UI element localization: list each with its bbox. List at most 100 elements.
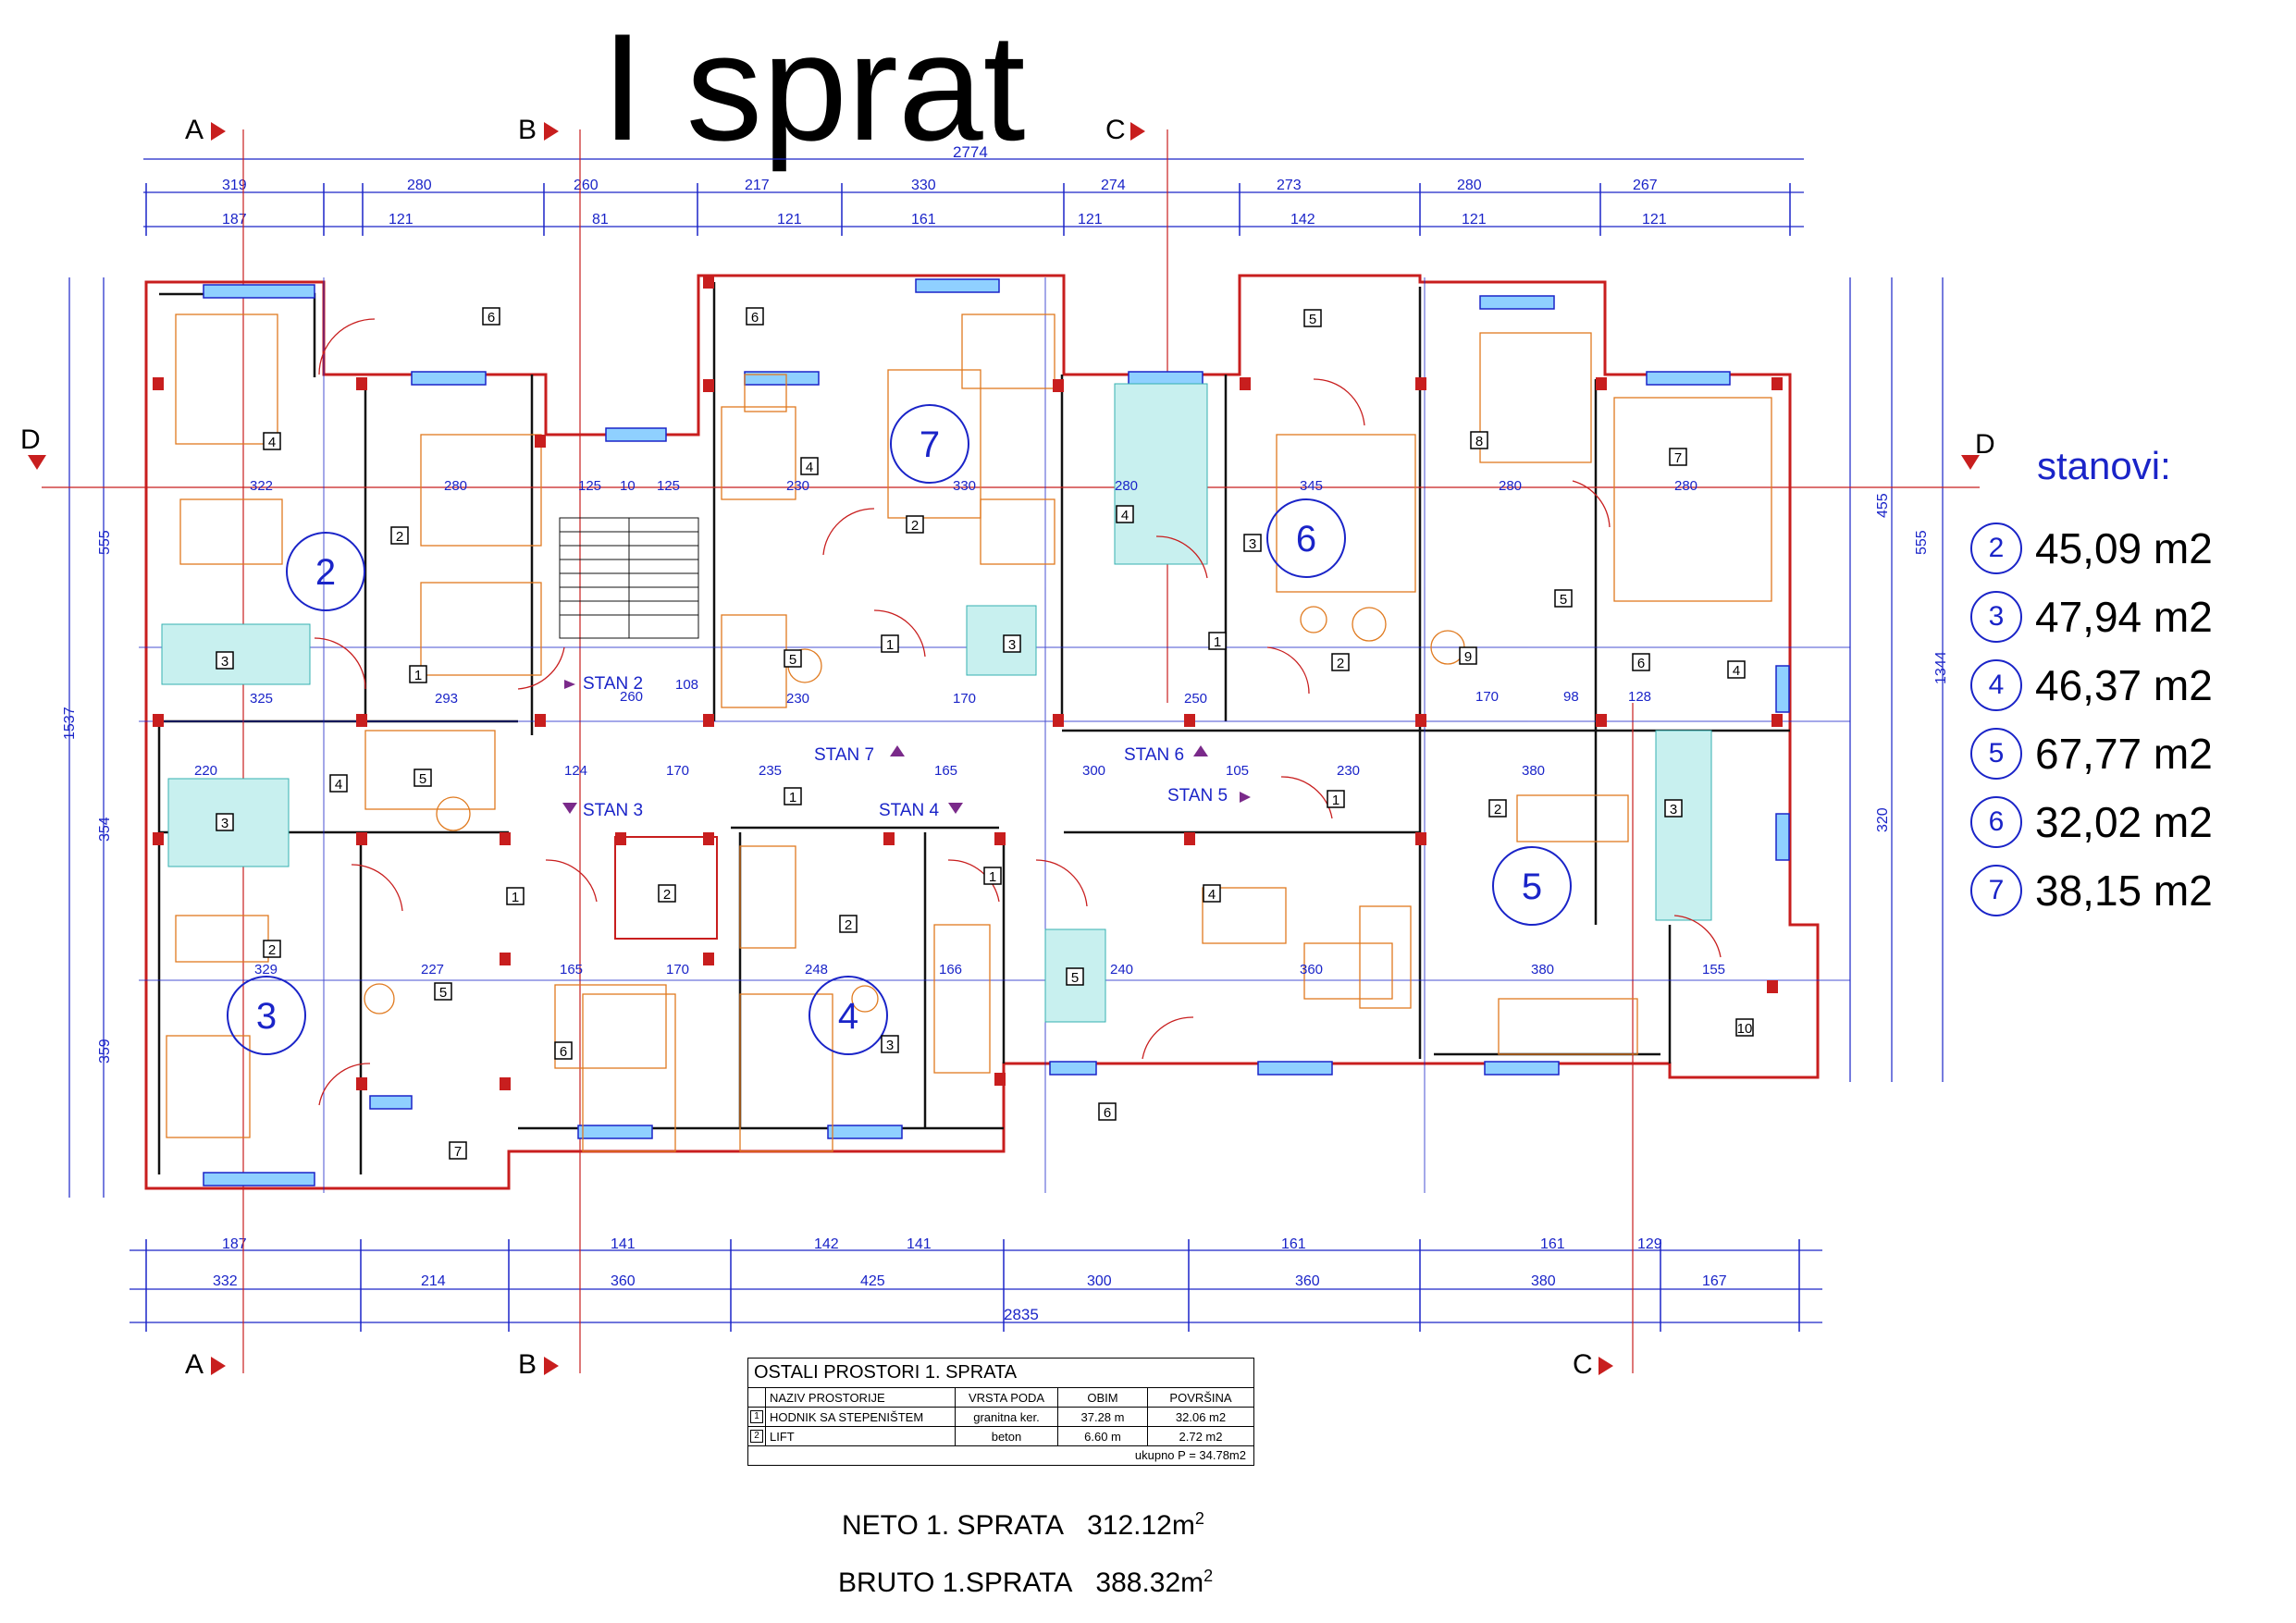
svg-text:330: 330 — [953, 478, 976, 494]
marker-c-top: C — [1105, 115, 1126, 145]
svg-text:187: 187 — [222, 1236, 247, 1252]
table-row: 2 LIFT beton 6.60 m 2.72 m2 — [748, 1427, 1253, 1446]
svg-text:2: 2 — [911, 518, 919, 534]
svg-text:105: 105 — [1226, 763, 1249, 779]
svg-text:6: 6 — [751, 310, 759, 326]
svg-text:124: 124 — [564, 763, 587, 779]
svg-text:217: 217 — [745, 178, 770, 193]
svg-text:329: 329 — [254, 962, 278, 977]
svg-text:345: 345 — [1300, 478, 1323, 494]
row-floor: beton — [956, 1427, 1058, 1445]
svg-text:1537: 1537 — [62, 707, 78, 740]
row-name: HODNIK SA STEPENIŠTEM — [766, 1408, 956, 1426]
svg-text:1: 1 — [1214, 634, 1221, 650]
room-number-boxes — [216, 307, 1754, 1160]
header-perimeter: OBIM — [1058, 1388, 1148, 1407]
svg-text:2: 2 — [396, 529, 403, 545]
svg-text:155: 155 — [1702, 962, 1725, 977]
gross-area-label: BRUTO 1.SPRATA — [838, 1568, 1073, 1598]
page-title: I sprat — [601, 2, 1026, 172]
svg-text:141: 141 — [907, 1236, 932, 1252]
legend-number: 6 — [1970, 796, 2022, 848]
svg-text:187: 187 — [222, 212, 247, 227]
net-area: NETO 1. SPRATA 312.12m2 — [842, 1509, 1204, 1542]
row-area: 32.06 m2 — [1175, 1409, 1227, 1424]
svg-text:1: 1 — [512, 890, 519, 905]
row-floor: granitna ker. — [956, 1408, 1058, 1426]
svg-text:125: 125 — [578, 478, 601, 494]
svg-text:280: 280 — [1115, 478, 1138, 494]
svg-text:380: 380 — [1531, 962, 1554, 977]
svg-text:359: 359 — [97, 1039, 113, 1064]
stan-arrows — [562, 680, 1251, 814]
svg-text:170: 170 — [1475, 689, 1499, 705]
table-header-row: NAZIV PROSTORIJE VRSTA PODA OBIM POVRŠIN… — [748, 1388, 1253, 1408]
svg-text:121: 121 — [1462, 212, 1487, 227]
row-number: 2 — [750, 1430, 763, 1443]
door-swings — [314, 318, 1722, 1106]
svg-text:260: 260 — [574, 178, 599, 193]
svg-text:227: 227 — [421, 962, 444, 977]
svg-text:5: 5 — [419, 771, 426, 787]
legend-number: 5 — [1970, 728, 2022, 780]
svg-text:332: 332 — [213, 1273, 238, 1289]
elevator — [614, 836, 718, 940]
svg-text:141: 141 — [611, 1236, 636, 1252]
svg-text:5: 5 — [439, 985, 447, 1001]
svg-text:280: 280 — [1499, 478, 1522, 494]
total-width-bottom: 2835 — [1004, 1306, 1039, 1323]
svg-text:10: 10 — [1737, 1021, 1753, 1037]
apartment-circle-labels: 2 3 4 5 6 7 — [256, 424, 1542, 1037]
svg-text:108: 108 — [675, 677, 698, 693]
svg-text:300: 300 — [1087, 1273, 1112, 1289]
apartment-5-label: 5 — [1522, 867, 1542, 907]
svg-text:6: 6 — [488, 310, 495, 326]
header-area: POVRŠINA — [1169, 1390, 1232, 1405]
staircase — [559, 517, 699, 639]
other-spaces-table: OSTALI PROSTORI 1. SPRATA NAZIV PROSTORI… — [747, 1358, 1254, 1466]
axis-lines — [139, 277, 1850, 1193]
svg-text:267: 267 — [1633, 178, 1658, 193]
apartment-2-label: 2 — [315, 552, 336, 593]
svg-text:214: 214 — [421, 1273, 446, 1289]
row-area: 2.72 m2 — [1179, 1429, 1223, 1444]
svg-text:6: 6 — [1104, 1105, 1111, 1121]
walls — [144, 274, 1820, 1190]
svg-text:161: 161 — [1540, 1236, 1565, 1252]
svg-text:4: 4 — [1121, 508, 1129, 523]
svg-text:4: 4 — [1733, 663, 1740, 679]
marker-d-right: D — [1975, 429, 1995, 460]
apartments-legend: stanovi: 2 45,09 m2 3 47,94 m2 4 46,37 m… — [1970, 444, 2276, 925]
marker-b-top: B — [518, 115, 537, 145]
svg-text:354: 354 — [97, 817, 113, 842]
inner-walls — [157, 282, 1790, 1174]
legend-area: 32,02 m2 — [2035, 798, 2213, 846]
top-dimension-lines — [68, 158, 1944, 1323]
legend-area: 46,37 m2 — [2035, 661, 2213, 709]
svg-text:4: 4 — [1208, 887, 1216, 903]
svg-text:273: 273 — [1277, 178, 1302, 193]
legend-area: 47,94 m2 — [2035, 593, 2213, 641]
row-perimeter: 6.60 m — [1058, 1427, 1148, 1445]
svg-text:121: 121 — [1078, 212, 1103, 227]
apartment-4-label: 4 — [838, 996, 858, 1037]
svg-text:425: 425 — [860, 1273, 885, 1289]
table-title: OSTALI PROSTORI 1. SPRATA — [748, 1359, 1253, 1388]
header-name: NAZIV PROSTORIJE — [766, 1388, 956, 1407]
row-perimeter: 37.28 m — [1058, 1408, 1148, 1426]
stan-3-label: STAN 3 — [583, 801, 643, 820]
legend-item: 7 38,15 m2 — [1970, 856, 2276, 925]
svg-text:8: 8 — [1475, 434, 1483, 449]
tile-areas — [161, 383, 1712, 1023]
svg-text:455: 455 — [1875, 493, 1891, 518]
svg-text:4: 4 — [806, 460, 813, 475]
marker-a-bottom: A — [185, 1349, 204, 1380]
legend-item: 5 67,77 m2 — [1970, 719, 2276, 788]
svg-text:166: 166 — [939, 962, 962, 977]
svg-text:165: 165 — [934, 763, 957, 779]
svg-text:5: 5 — [789, 652, 796, 668]
svg-text:129: 129 — [1637, 1236, 1662, 1252]
svg-text:121: 121 — [777, 212, 802, 227]
svg-text:3: 3 — [221, 816, 228, 831]
